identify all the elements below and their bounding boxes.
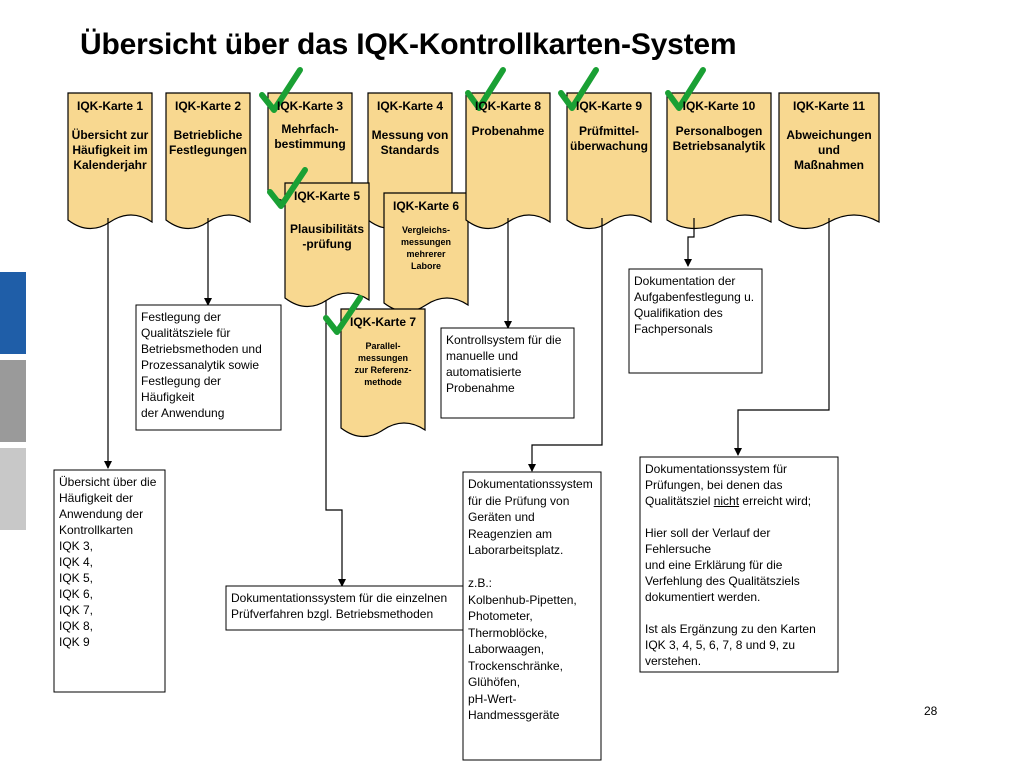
checkmark-icon [665,67,706,111]
card-shape-1 [67,92,153,230]
iqk-card-4: IQK-Karte 4 Messung von Standards [368,93,452,158]
box-shape-abweichungen [639,456,839,673]
iqk-card-7: IQK-Karte 7 Parallel- messungen zur Refe… [341,309,425,388]
card-head: IQK-Karte 8 [474,99,542,113]
connector-card11 [734,218,830,456]
checkmark-icon [259,67,303,113]
iqk-card-2: IQK-Karte 2 Betriebliche Festlegungen [166,93,250,158]
card-body: Mehrfach- bestimmung [274,122,346,151]
checkmark-icon [558,67,599,111]
iqk-card-11: IQK-Karte 11 Abweichungen und Maßnahmen [779,93,879,173]
iqk-card-5: IQK-Karte 5 Plausibilitäts -prüfung [285,183,369,252]
box-abweichungen: Dokumentationssystem für Prüfungen, bei … [640,457,838,672]
card-head: IQK-Karte 3 [276,99,344,113]
box-shape-festlegung [135,304,282,431]
checkmark-icon [323,295,363,335]
checkmark-icon [465,67,506,111]
box-shape-pruefung [462,471,602,761]
abw-text-2: erreicht wird; Hier soll der Verlauf der… [645,494,816,668]
card-head: IQK-Karte 10 [682,99,756,113]
box-shape-kontrollsystem [440,327,575,419]
card-body: Prüfmittel- überwachung [569,124,648,153]
side-tab-light [0,448,26,530]
card-body: Übersicht zur Häufigkeit im Kalenderjahr [71,128,149,172]
card-shape-5 [284,182,370,308]
checkmark-icon [267,167,308,209]
card-body: Plausibilitäts -prüfung [289,222,365,251]
card-head: IQK-Karte 5 [293,189,361,203]
box-aufgabenfestlegung: Dokumentation der Aufgabenfestlegung u. … [634,274,755,336]
box-pruefung-geraete: Dokumentationssystem für die Prüfung von… [468,477,593,722]
card-head: IQK-Karte 4 [376,99,444,113]
card-head: IQK-Karte 11 [792,99,866,113]
page-title: Übersicht über das IQK-Kontrollkarten-Sy… [80,28,737,61]
box-kontrollsystem: Kontrollsystem für die manuelle und auto… [446,333,562,395]
iqk-card-1: IQK-Karte 1 Übersicht zur Häufigkeit im … [68,93,152,173]
iqk-card-9: IQK-Karte 9 Prüfmittel- überwachung [567,93,651,154]
side-tab-blue [0,272,26,354]
box-einzelne-pruefverfahren: Dokumentationssystem für die einzelnen P… [231,591,448,621]
iqk-card-8: IQK-Karte 8 Probenahme [466,93,550,139]
card-head: IQK-Karte 9 [575,99,643,113]
card-head: IQK-Karte 2 [174,99,242,113]
card-shape-9 [566,92,652,230]
box-shape-einzelne [225,585,467,631]
card-body: Probenahme [471,124,545,138]
card-shape-7 [340,308,426,438]
connector-card7 [325,300,346,587]
box-festlegung: Festlegung der Qualitätsziele für Betrie… [141,310,262,420]
box-shape-aufgaben [628,268,763,374]
card-body: Parallel- messungen zur Referenz- method… [354,341,412,387]
card-body: Betriebliche Festlegungen [168,128,247,157]
iqk-card-10: IQK-Karte 10 Personalbogen Betriebsanaly… [667,93,771,154]
iqk-card-6: IQK-Karte 6 Vergleichs- messungen mehrer… [384,193,468,272]
card-body: Personalbogen Betriebsanalytik [672,124,766,153]
card-body: Vergleichs- messungen mehrerer Labore [400,225,451,271]
abw-text-nicht: nicht [713,494,740,508]
card-body: Abweichungen und Maßnahmen [786,128,872,172]
card-head: IQK-Karte 7 [349,315,417,329]
iqk-card-3: IQK-Karte 3 Mehrfach- bestimmung [268,93,352,152]
page-number: 28 [924,704,938,718]
connector-card9 [528,218,603,472]
side-tab-gray [0,360,26,442]
card-head: IQK-Karte 1 [76,99,144,113]
card-shape-10 [666,92,772,230]
connector-card10 [684,218,695,267]
box-shape-uebersicht [53,469,166,693]
card-head: IQK-Karte 6 [392,199,460,213]
box-uebersicht: Übersicht über die Häufigkeit der Anwend… [59,475,157,649]
card-body: Messung von Standards [371,128,449,157]
abw-text-1: Dokumentationssystem für Prüfungen, bei … [645,462,788,508]
